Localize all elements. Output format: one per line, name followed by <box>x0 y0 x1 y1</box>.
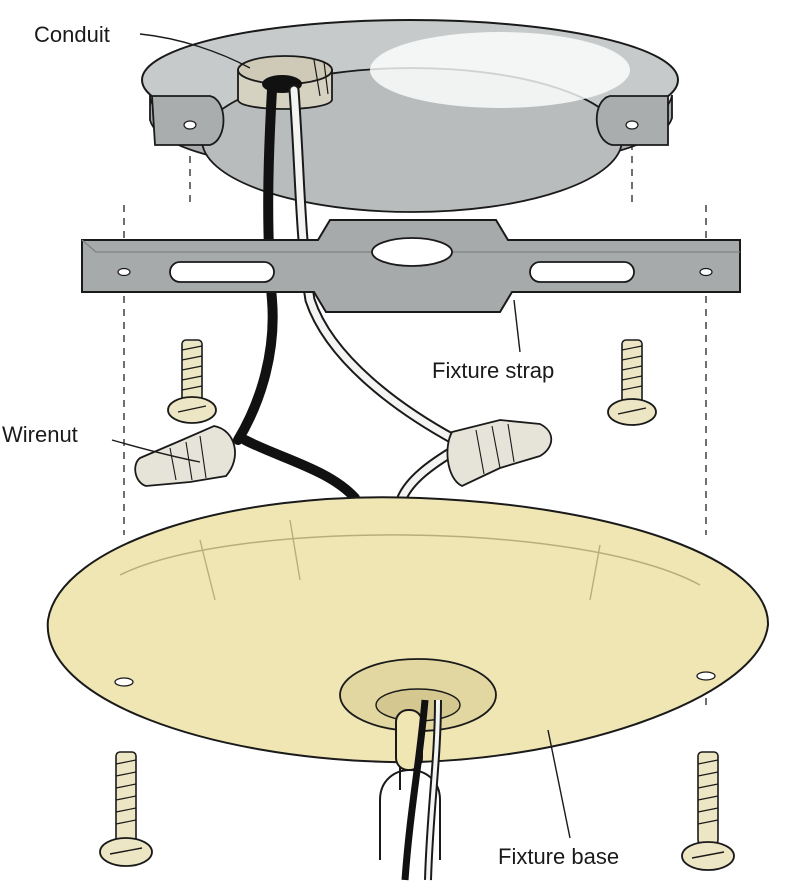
wirenut-left <box>134 425 236 487</box>
conduit-fitting <box>237 55 333 110</box>
label-fixture-strap: Fixture strap <box>432 358 554 383</box>
screw-upper-right <box>607 339 657 426</box>
fixture-strap <box>81 219 741 313</box>
screw-lower-right <box>681 751 735 871</box>
wirenut-right <box>446 419 553 488</box>
label-conduit: Conduit <box>34 22 110 47</box>
screw-lower-left <box>99 751 153 867</box>
electrical-box <box>141 19 679 213</box>
label-fixture-base: Fixture base <box>498 844 619 869</box>
label-wirenut: Wirenut <box>2 422 78 447</box>
chain-and-cord <box>379 699 442 881</box>
leader-lines <box>111 33 571 839</box>
screw-upper-left <box>167 339 217 424</box>
